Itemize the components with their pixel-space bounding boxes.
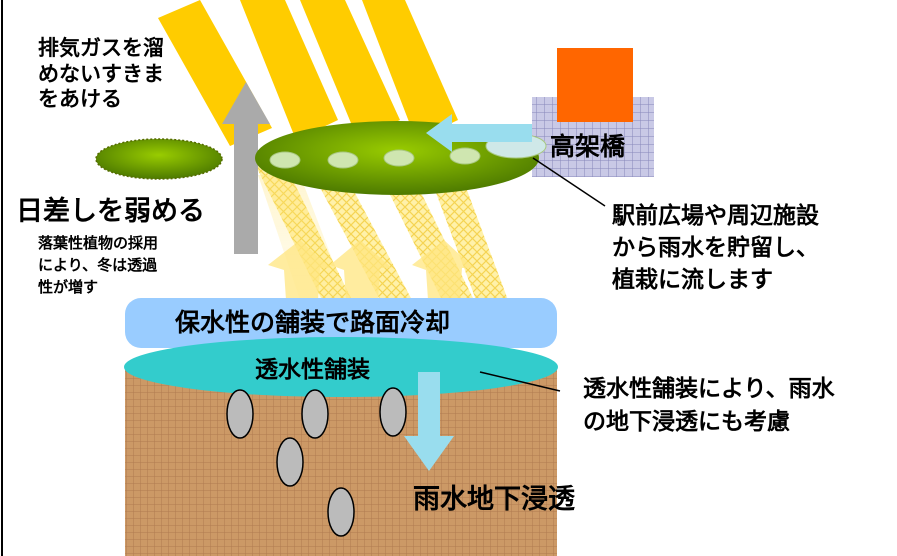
exhaust-line-1: 排気ガスを溜 (38, 36, 164, 60)
permeable-note-line-1: 透水性舗装により、雨水 (583, 376, 835, 402)
viaduct-label: 高架橋 (550, 132, 626, 161)
blue-down-arrow-icon (404, 372, 454, 471)
exhaust-line-3: をあける (38, 87, 122, 112)
station-leader-line (532, 157, 606, 207)
water-droplets (226, 387, 407, 537)
exhaust-label: 排気ガスを溜 めないすきま をあける (38, 36, 164, 113)
small-tree-canopy (95, 138, 223, 180)
deciduous-line-1: 落葉性植物の採用 (38, 234, 159, 252)
station-line-1: 駅前広場や周辺施設 (612, 203, 819, 229)
gray-up-arrow-icon (222, 82, 270, 254)
station-line-3: 植栽に流します (612, 267, 773, 294)
permeable-note: 透水性舗装により、雨水 の地下浸透にも考慮 (583, 373, 835, 440)
sunlight-arrows (268, 240, 474, 300)
blue-left-arrow-icon (426, 114, 532, 152)
station-line-2: から雨水を貯留し、 (612, 235, 819, 262)
water-retentive-pavement (125, 298, 557, 348)
exhaust-line-2: めないすきま (38, 61, 164, 86)
deciduous-line-3: 性が増す (38, 277, 99, 296)
permeable-pavement (124, 337, 558, 397)
permeable-note-line-2: の地下浸透にも考慮 (583, 409, 790, 436)
building-block (557, 48, 633, 122)
permeable-label: 透水性舗装 (255, 357, 370, 383)
station-label: 駅前広場や周辺施設 から雨水を貯留し、 植栽に流します (612, 200, 819, 297)
water-retentive-label: 保水性の舗装で路面冷却 (175, 308, 451, 337)
permeable-leader-line (479, 371, 561, 392)
deciduous-line-2: により、冬は透過 (38, 255, 158, 274)
infiltration-label: 雨水地下浸透 (413, 484, 575, 515)
shade-title: 日差しを弱める (16, 196, 205, 227)
deciduous-label: 落葉性植物の採用 により、冬は透過 性が増す (38, 233, 158, 298)
